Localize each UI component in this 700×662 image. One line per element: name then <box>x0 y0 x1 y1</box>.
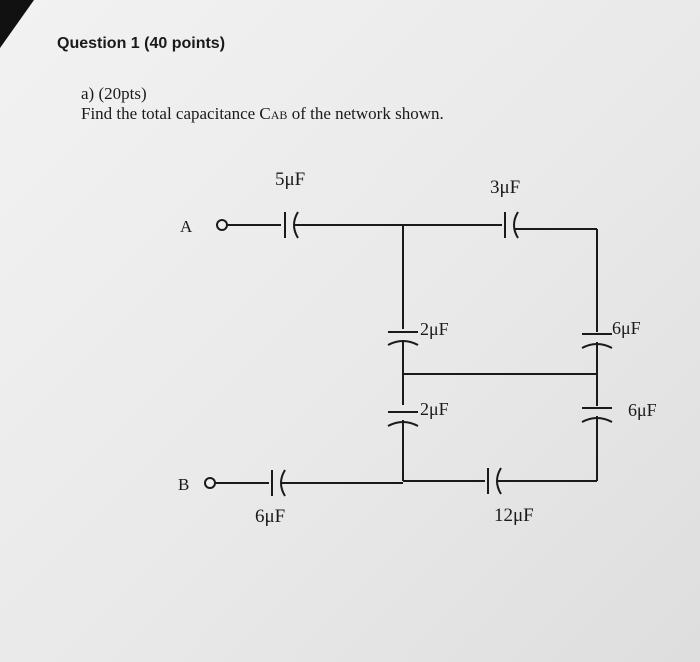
capacitor-6uf-bottom-label: 6μF <box>255 506 285 527</box>
part-a-prompt: Find the total capacitance CAB of the ne… <box>81 104 444 124</box>
terminal-a-label: A <box>180 217 193 236</box>
capacitor-6uf-right-lower-label: 6μF <box>628 400 657 420</box>
dark-corner <box>0 0 34 48</box>
capacitor-6uf-right-upper-label: 6μF <box>612 318 641 338</box>
capacitor-2uf-upper-label: 2μF <box>420 319 449 339</box>
prompt-text-end: of the network shown. <box>287 104 444 123</box>
capacitor-3uf-label: 3μF <box>490 177 520 198</box>
prompt-text-start: Find the total capacitance C <box>81 104 271 123</box>
terminal-a-node <box>216 219 228 231</box>
capacitor-5uf-label: 5μF <box>275 169 305 190</box>
part-a-label: a) (20pts) <box>81 84 147 103</box>
terminal-b-label: B <box>178 475 189 494</box>
prompt-subscript: AB <box>270 108 288 122</box>
question-title: Question 1 (40 points) <box>57 35 226 52</box>
capacitor-2uf-lower-label: 2μF <box>420 399 449 419</box>
capacitor-12uf-label: 12μF <box>494 505 534 526</box>
terminal-b-node <box>204 477 216 489</box>
capacitor-3uf-symbol <box>504 211 519 239</box>
